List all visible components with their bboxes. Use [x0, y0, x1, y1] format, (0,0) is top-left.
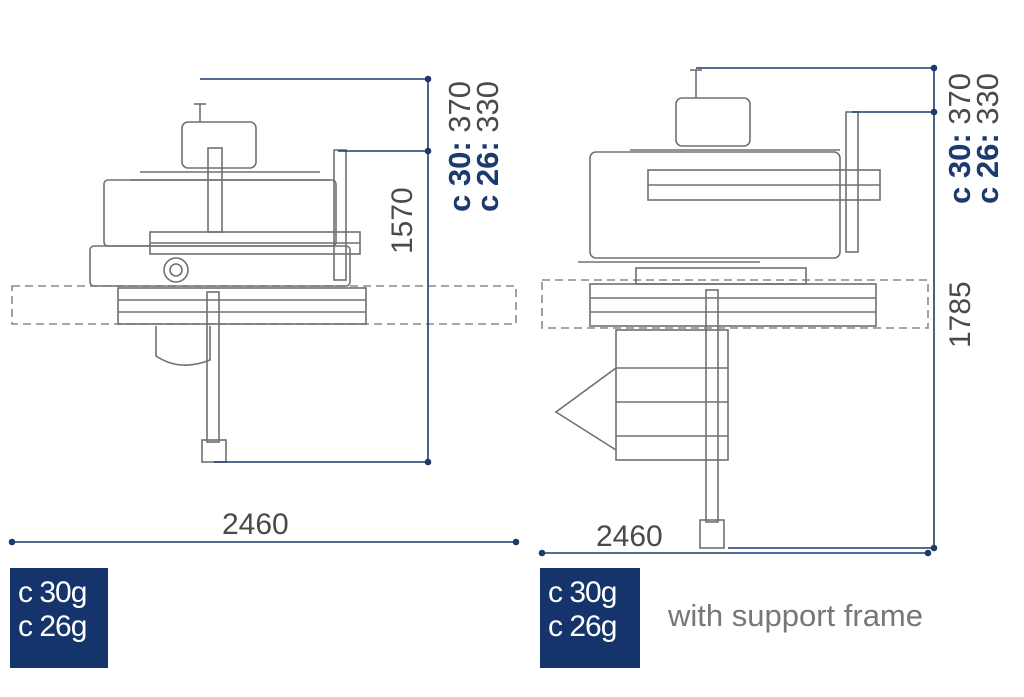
right-c30-value: 370	[942, 73, 977, 125]
svg-text:c 26: 330: c 26: 330	[470, 81, 505, 212]
right-c26-label: c 26:	[970, 133, 1005, 204]
left-machine-drawing	[11, 103, 517, 463]
left-motor	[181, 121, 257, 169]
right-dashed-table	[541, 279, 929, 329]
right-badge-line1: c 30g	[548, 576, 617, 609]
left-dimension-lines	[8, 75, 520, 546]
right-height-dimension: 1785	[944, 281, 977, 348]
left-c30-label: c 30:	[442, 141, 477, 212]
svg-text:c 30: 370: c 30: 370	[442, 81, 477, 212]
support-frame-caption: with support frame	[668, 598, 923, 633]
left-width-dimension: 2460	[222, 508, 289, 541]
left-c26-label: c 26:	[470, 141, 505, 212]
left-model-badge: c 30g c 26g	[10, 568, 108, 668]
right-model-heights: c 30: 370 c 26: 330	[942, 73, 1005, 204]
right-dimension-lines	[538, 64, 938, 557]
left-machine-body	[103, 179, 337, 247]
right-machine-drawing	[541, 69, 929, 549]
left-badge-line1: c 30g	[18, 576, 87, 609]
left-pole	[207, 147, 223, 233]
right-c30-label: c 30:	[942, 133, 977, 204]
left-model-heights: c 30: 370 c 26: 330	[442, 81, 505, 212]
left-c26-value: 330	[470, 81, 505, 133]
left-badge-line2: c 26g	[18, 610, 87, 643]
right-width-dimension: 2460	[596, 520, 663, 553]
right-c26-value: 330	[970, 73, 1005, 125]
left-c30-value: 370	[442, 81, 477, 133]
left-height-dimension: 1570	[386, 187, 419, 254]
svg-text:c 26: 330: c 26: 330	[970, 73, 1005, 204]
right-motor	[675, 97, 751, 147]
left-dashed-table	[11, 285, 517, 325]
right-model-badge: c 30g c 26g	[540, 568, 640, 668]
svg-text:c 30: 370: c 30: 370	[942, 73, 977, 204]
right-badge-line2: c 26g	[548, 610, 617, 643]
right-machine-body	[589, 151, 841, 259]
